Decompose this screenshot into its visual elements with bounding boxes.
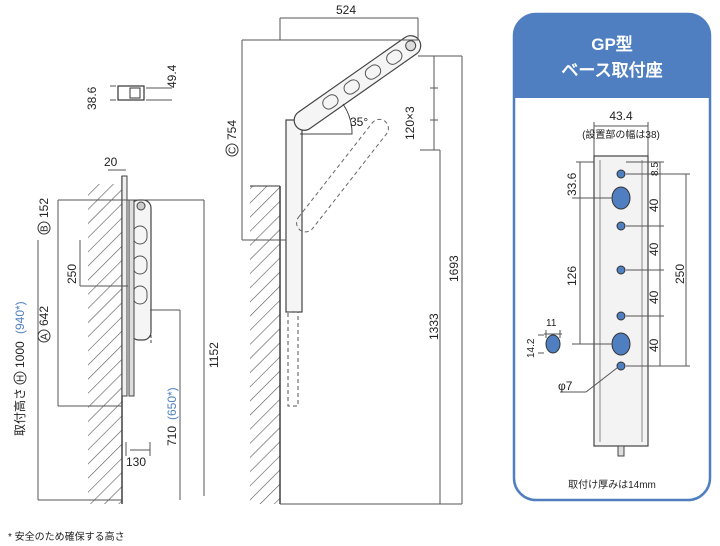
side-top-width-label: 20: [104, 155, 118, 169]
dim-33-6-label: 33.6: [565, 172, 579, 196]
hole-diameter-label: φ7: [558, 379, 573, 393]
base-panel-header: [514, 14, 710, 98]
dim-14-2-label: 14.2: [526, 338, 537, 358]
dim-b-label: 152: [37, 198, 51, 218]
dim-40-c-label: 40: [647, 290, 661, 304]
dim-40-a-label: 40: [647, 198, 661, 212]
dim-c-label: 754: [225, 120, 239, 140]
dim-a-label: 642: [37, 306, 51, 326]
slot-hole-bottom: [611, 332, 631, 356]
base-width-note: (設置部の幅は38): [582, 128, 660, 141]
end-view-width-label: 49.4: [165, 64, 179, 88]
front-arm-ghost: [296, 118, 389, 233]
base-panel: GP型 ベース取付座 43.4 (設置部の幅は38) 8.5 40 40 40 …: [512, 12, 712, 502]
side-view: 20 B 152 250 A 642 取付高さ H 1000 (940*) 11…: [12, 155, 221, 504]
dim-250-panel-label: 250: [673, 264, 687, 284]
front-view: 35° 524 C 754 120×3 1333 1693: [225, 3, 463, 505]
mount-height-value: 1000: [13, 341, 27, 368]
front-top-width-label: 524: [336, 3, 356, 17]
pitch-label: 120×3: [403, 106, 417, 140]
dim-40-d-label: 40: [647, 338, 661, 352]
dim-b-circle: B: [40, 225, 51, 232]
end-view-profile: [117, 85, 145, 101]
dim-130-label: 130: [126, 455, 146, 469]
dim-11-label: 11: [546, 318, 557, 329]
dim-1693-label: 1693: [447, 255, 461, 282]
mount-height-alt: (940*): [13, 301, 27, 334]
end-view-height-label: 38.6: [85, 86, 99, 110]
dim-710-label: 710: [165, 426, 179, 446]
footnote: * 安全のため確保する高さ: [8, 530, 125, 543]
end-view: 38.6 49.4: [85, 64, 179, 110]
svg-text:取付高さ: 取付高さ: [12, 388, 27, 436]
base-panel-title-line1: GP型: [591, 34, 633, 54]
slot-hole-top: [611, 186, 631, 210]
dim-c-circle: C: [228, 147, 239, 154]
mount-height-circle: H: [16, 375, 27, 382]
dim-a-circle: A: [40, 333, 51, 340]
thickness-note: 取付け厚みは14mm: [568, 478, 656, 491]
dim-1333-label: 1333: [427, 313, 441, 340]
front-wall-hatch: [250, 186, 280, 504]
base-width-label: 43.4: [609, 109, 633, 123]
front-arm-lowered-dashed: [287, 311, 299, 407]
dim-126-label: 126: [565, 266, 579, 286]
dim-1152-label: 1152: [207, 342, 221, 368]
front-arm-raised: [293, 35, 422, 131]
side-wall-hatch: [88, 184, 122, 504]
dim-710-alt: (650*): [165, 387, 179, 420]
dim-8-5-label: 8.5: [650, 162, 661, 176]
dim-40-b-label: 40: [647, 242, 661, 256]
slot-detail: [545, 334, 561, 354]
dim-250-label: 250: [65, 264, 79, 284]
base-panel-title-line2: ベース取付座: [561, 60, 662, 80]
mount-height-label: 取付高さ: [12, 388, 27, 436]
arm-angle-label: 35°: [350, 115, 368, 129]
